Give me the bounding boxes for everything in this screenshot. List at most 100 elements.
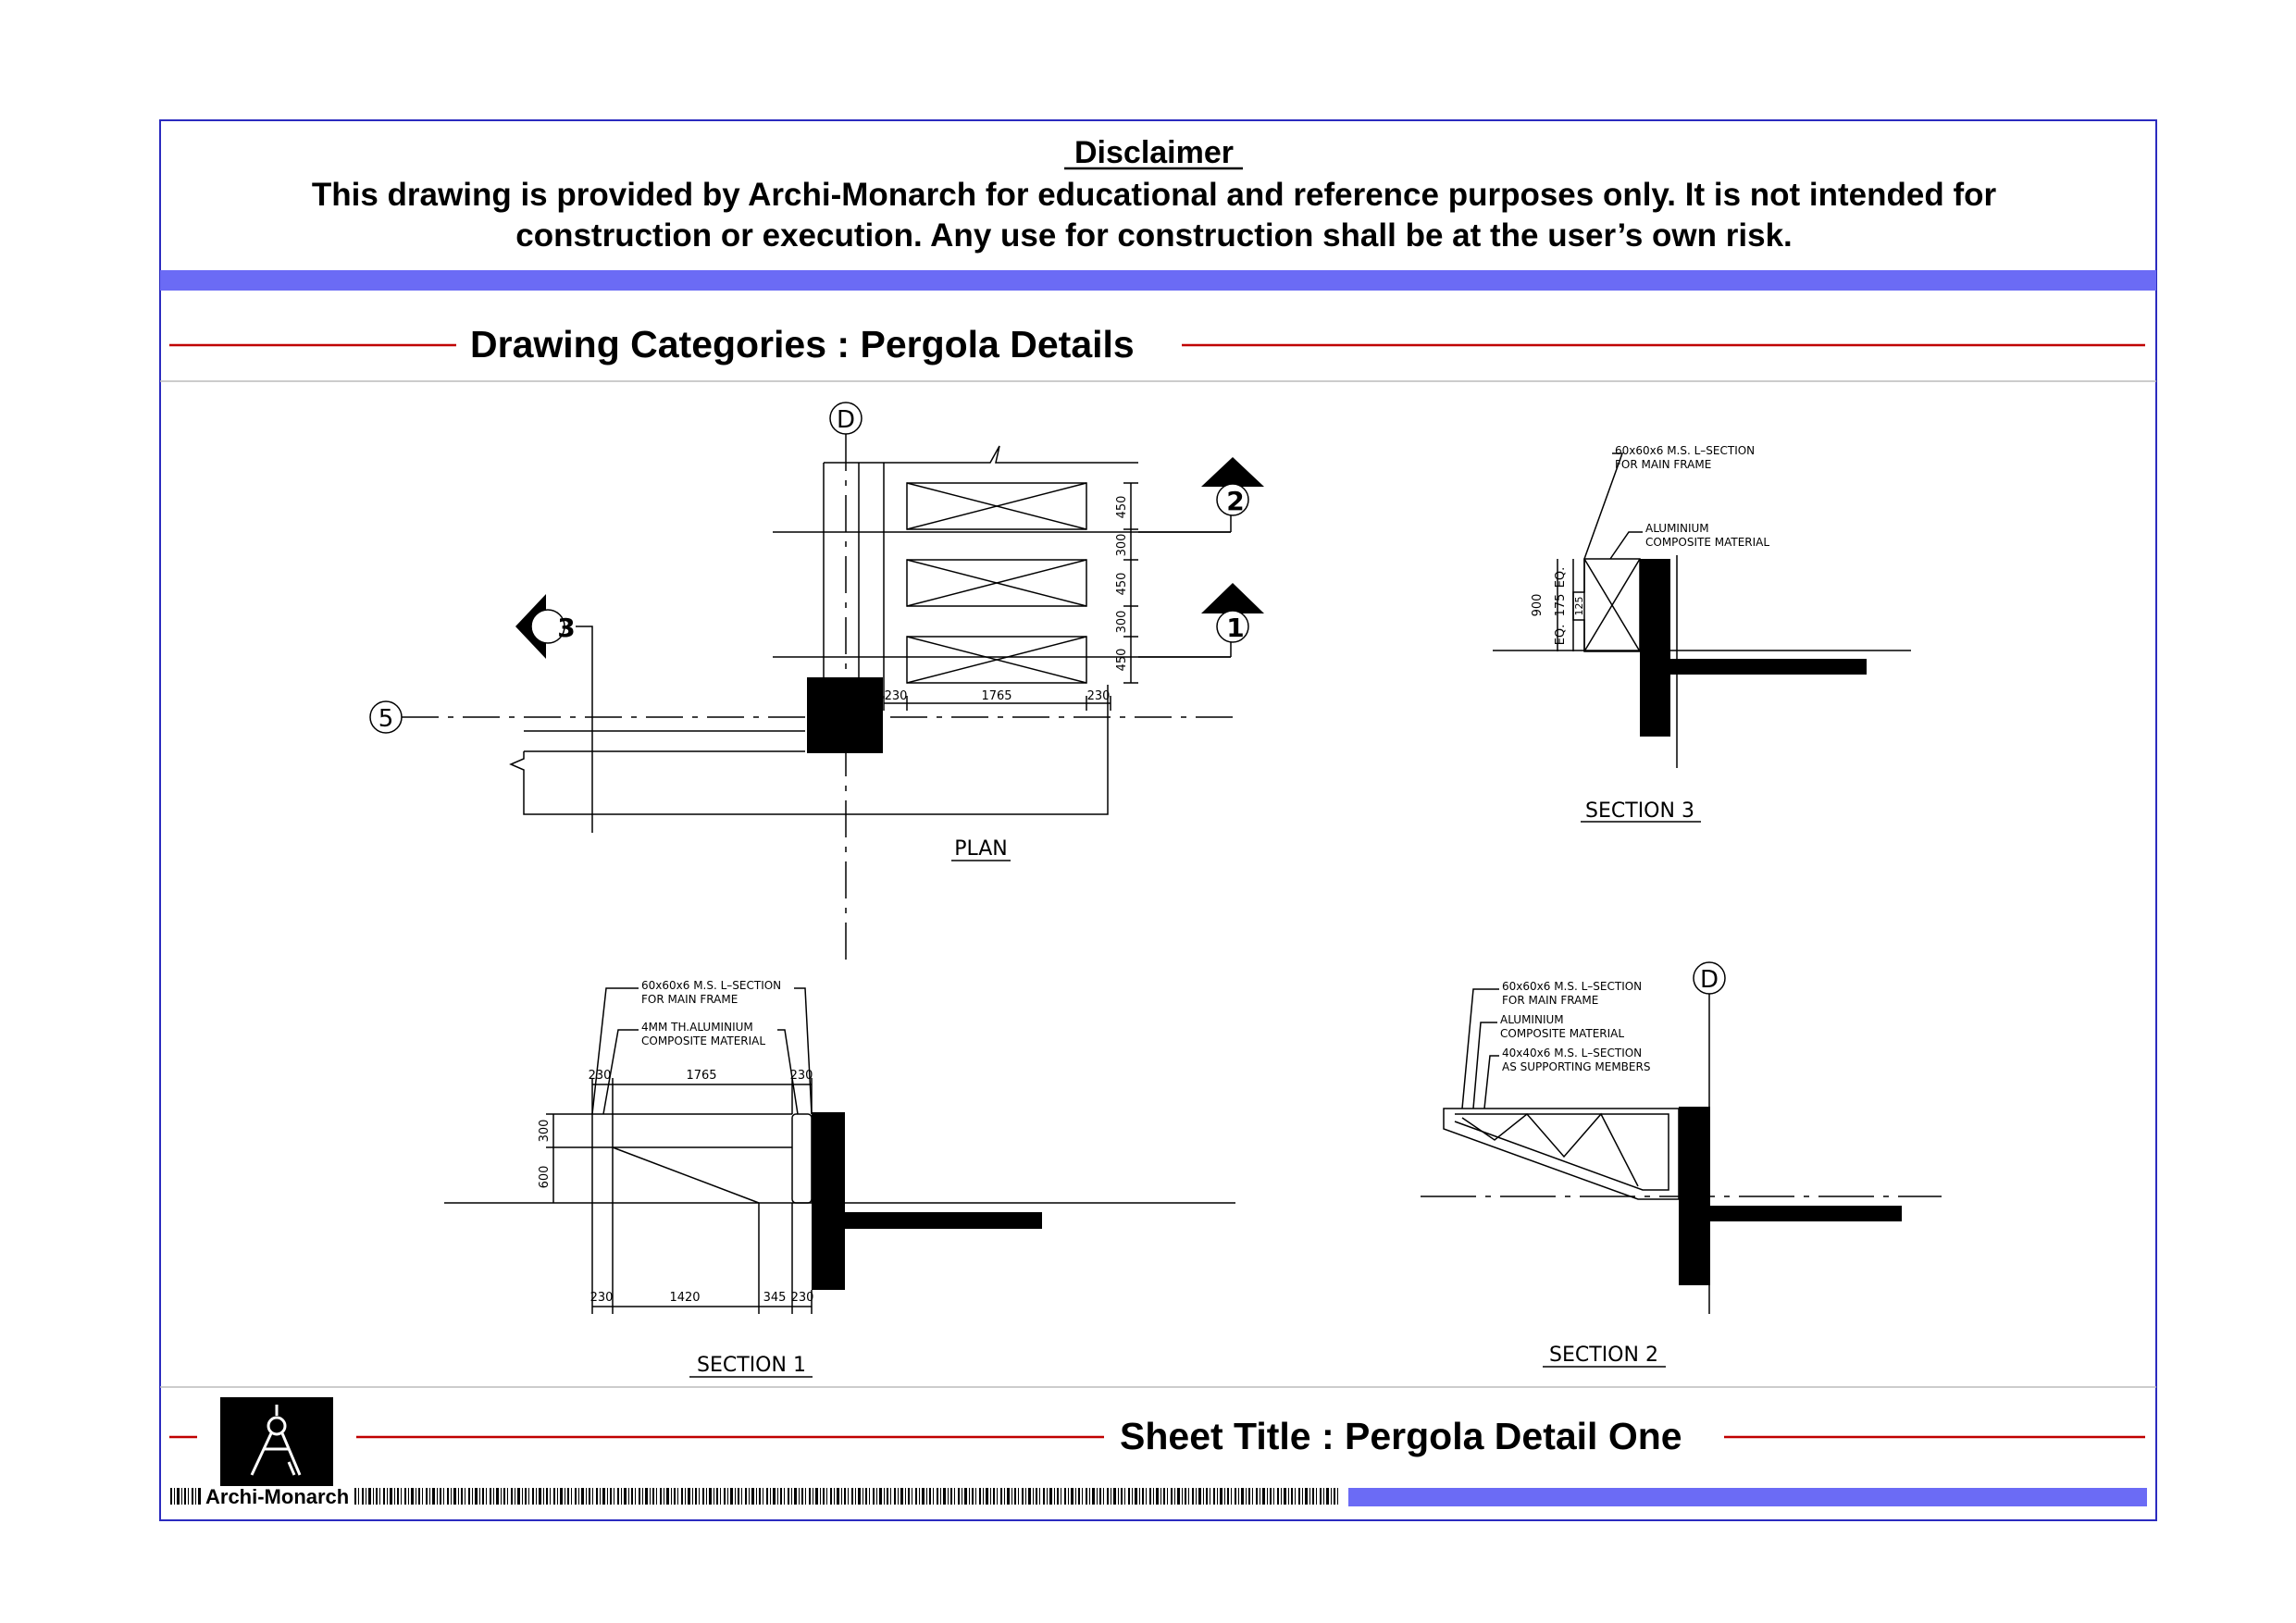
- section1-note2-line2: COMPOSITE MATERIAL: [641, 1035, 765, 1047]
- section2-note2-line2: COMPOSITE MATERIAL: [1500, 1027, 1624, 1040]
- section1-slope: [612, 1146, 760, 1204]
- section-2-view: D 60x60x6 M.S. L–SECTION FOR MAIN FRAME …: [1421, 961, 1942, 1368]
- plan-marker-1-arrow: [1201, 583, 1264, 613]
- section1-note1-line1: 60x60x6 M.S. L–SECTION: [641, 979, 781, 992]
- section3-dim-125: 125: [1573, 597, 1585, 616]
- section2-column: [1679, 1107, 1710, 1285]
- plan-marker-3-bubble: [530, 609, 565, 644]
- section3-note2-leader: [1609, 531, 1643, 560]
- section1-side-600: 600: [538, 1166, 552, 1189]
- section2-truss: [1461, 1112, 1639, 1187]
- section3-note2-line1: ALUMINIUM: [1645, 522, 1709, 535]
- footer-block: Sheet Title : Pergola Detail One Archi-M…: [169, 1397, 2147, 1508]
- section3-note1-leader: [1583, 452, 1624, 560]
- plan-panel-cross: [906, 636, 1087, 684]
- section3-note1-line1: 60x60x6 M.S. L–SECTION: [1615, 444, 1755, 457]
- plan-grid-d-label: D: [837, 406, 855, 434]
- section1-top-left: 230: [589, 1069, 612, 1083]
- section1-side-300: 300: [538, 1120, 552, 1143]
- section2-note3-line1: 40x40x6 M.S. L–SECTION: [1502, 1047, 1642, 1059]
- section1-left-frame: [591, 1113, 614, 1148]
- section3-title: SECTION 3: [1585, 799, 1694, 823]
- section3-dim-175: 175: [1554, 594, 1568, 617]
- section2-note1-line1: 60x60x6 M.S. L–SECTION: [1502, 980, 1642, 993]
- plan-dim-left: 230: [885, 689, 908, 703]
- section2-note1-leader: [1461, 988, 1499, 1109]
- section2-note2-leader: [1472, 1022, 1497, 1109]
- plan-view: D 5 450: [369, 402, 1264, 962]
- section3-column: [1640, 559, 1670, 737]
- plan-marker-1-bubble: [1216, 610, 1249, 643]
- section1-note2-line1: 4MM TH.ALUMINIUM: [641, 1021, 753, 1034]
- plan-dim-v4: 300: [1115, 611, 1129, 634]
- plan-dim-right: 230: [1087, 689, 1111, 703]
- section1-top-mid: 1765: [686, 1069, 716, 1083]
- plan-panel-cross: [906, 559, 1087, 607]
- sheet-title: Sheet Title : Pergola Detail One: [1120, 1415, 1682, 1457]
- section1-note2-leader-left: [602, 1029, 639, 1115]
- section3-dim-eq2: EQ.: [1554, 625, 1568, 646]
- section1-note1-line2: FOR MAIN FRAME: [641, 993, 738, 1006]
- barcode-strip: [354, 1488, 1338, 1505]
- section1-note1-leader-left: [591, 987, 639, 1115]
- section1-bot-230a: 230: [590, 1291, 614, 1305]
- plan-column: [807, 677, 883, 753]
- section3-note1-line2: FOR MAIN FRAME: [1615, 458, 1711, 471]
- section2-note3-line2: AS SUPPORTING MEMBERS: [1502, 1060, 1650, 1073]
- brand-name: Archi-Monarch: [205, 1485, 349, 1508]
- sheet-border: [159, 119, 2157, 1521]
- section1-column: [812, 1112, 845, 1290]
- disclaimer-block: Disclaimer This drawing is provided by A…: [312, 135, 1997, 254]
- section2-grid-d-label: D: [1700, 966, 1719, 994]
- footer-accent-bar: [1348, 1488, 2147, 1506]
- plan-title: PLAN: [954, 837, 1008, 861]
- section3-dim-900: 900: [1531, 594, 1545, 617]
- plan-break-left: [509, 685, 1109, 815]
- section2-slab: [1710, 1206, 1902, 1221]
- plan-break-line: [824, 445, 1138, 464]
- plan-panel: [906, 559, 1087, 607]
- plan-marker-2-label: 2: [1226, 486, 1244, 516]
- plan-dim-v2: 300: [1115, 534, 1129, 557]
- section3-note2-line2: COMPOSITE MATERIAL: [1645, 536, 1769, 549]
- plan-dim-v3: 450: [1115, 573, 1129, 596]
- disclaimer-line-1: This drawing is provided by Archi-Monarc…: [312, 177, 1997, 213]
- plan-marker-2-bubble: [1216, 483, 1249, 516]
- section-1-view: 230 1765 230 300 600 230 1420 345 230 60…: [444, 979, 1235, 1378]
- plan-marker-1-label: 1: [1226, 613, 1244, 643]
- disclaimer-line-2: construction or execution. Any use for c…: [515, 217, 1793, 254]
- section1-bot-345: 345: [763, 1291, 787, 1305]
- section2-note2-line1: ALUMINIUM: [1500, 1013, 1564, 1026]
- section3-panel-cross: [1583, 558, 1641, 652]
- section1-bot-230b: 230: [791, 1291, 814, 1305]
- disclaimer-title: Disclaimer: [1074, 135, 1234, 170]
- section3-dim-eq1: EQ.: [1554, 567, 1568, 588]
- section1-bot-1420: 1420: [669, 1291, 700, 1305]
- section3-slab: [1670, 659, 1867, 675]
- category-header: Drawing Categories : Pergola Details: [169, 323, 2145, 365]
- section2-note3-leader: [1483, 1055, 1499, 1109]
- section1-top-right: 230: [790, 1069, 813, 1083]
- section1-slab: [845, 1212, 1042, 1229]
- compass-icon: [250, 1405, 302, 1476]
- plan-marker-2-arrow: [1201, 457, 1264, 487]
- plan-marker-3-leader: [576, 626, 593, 833]
- category-title: Drawing Categories : Pergola Details: [470, 323, 1135, 365]
- section1-title: SECTION 1: [697, 1354, 806, 1377]
- section2-canopy: [1443, 1108, 1680, 1200]
- section1-right-frame: [791, 1113, 813, 1204]
- plan-panel: [906, 482, 1087, 530]
- plan-grid-5-label: 5: [379, 705, 394, 733]
- section1-note2-leader-right: [777, 1029, 799, 1115]
- section2-title: SECTION 2: [1549, 1344, 1658, 1367]
- plan-marker-3-label: 3: [557, 613, 575, 643]
- plan-dim-mid: 1765: [981, 689, 1011, 703]
- section2-note1-line2: FOR MAIN FRAME: [1502, 994, 1598, 1007]
- section-3-view: 900 EQ. 175 EQ. 125 60x60x6 M.S. L–SECTI…: [1493, 444, 1911, 823]
- barcode-strip-left: [169, 1488, 202, 1505]
- plan-dim-v5: 450: [1115, 649, 1129, 672]
- plan-panel: [906, 636, 1087, 684]
- plan-dim-v1: 450: [1115, 496, 1129, 519]
- plan-panel-cross: [906, 482, 1087, 530]
